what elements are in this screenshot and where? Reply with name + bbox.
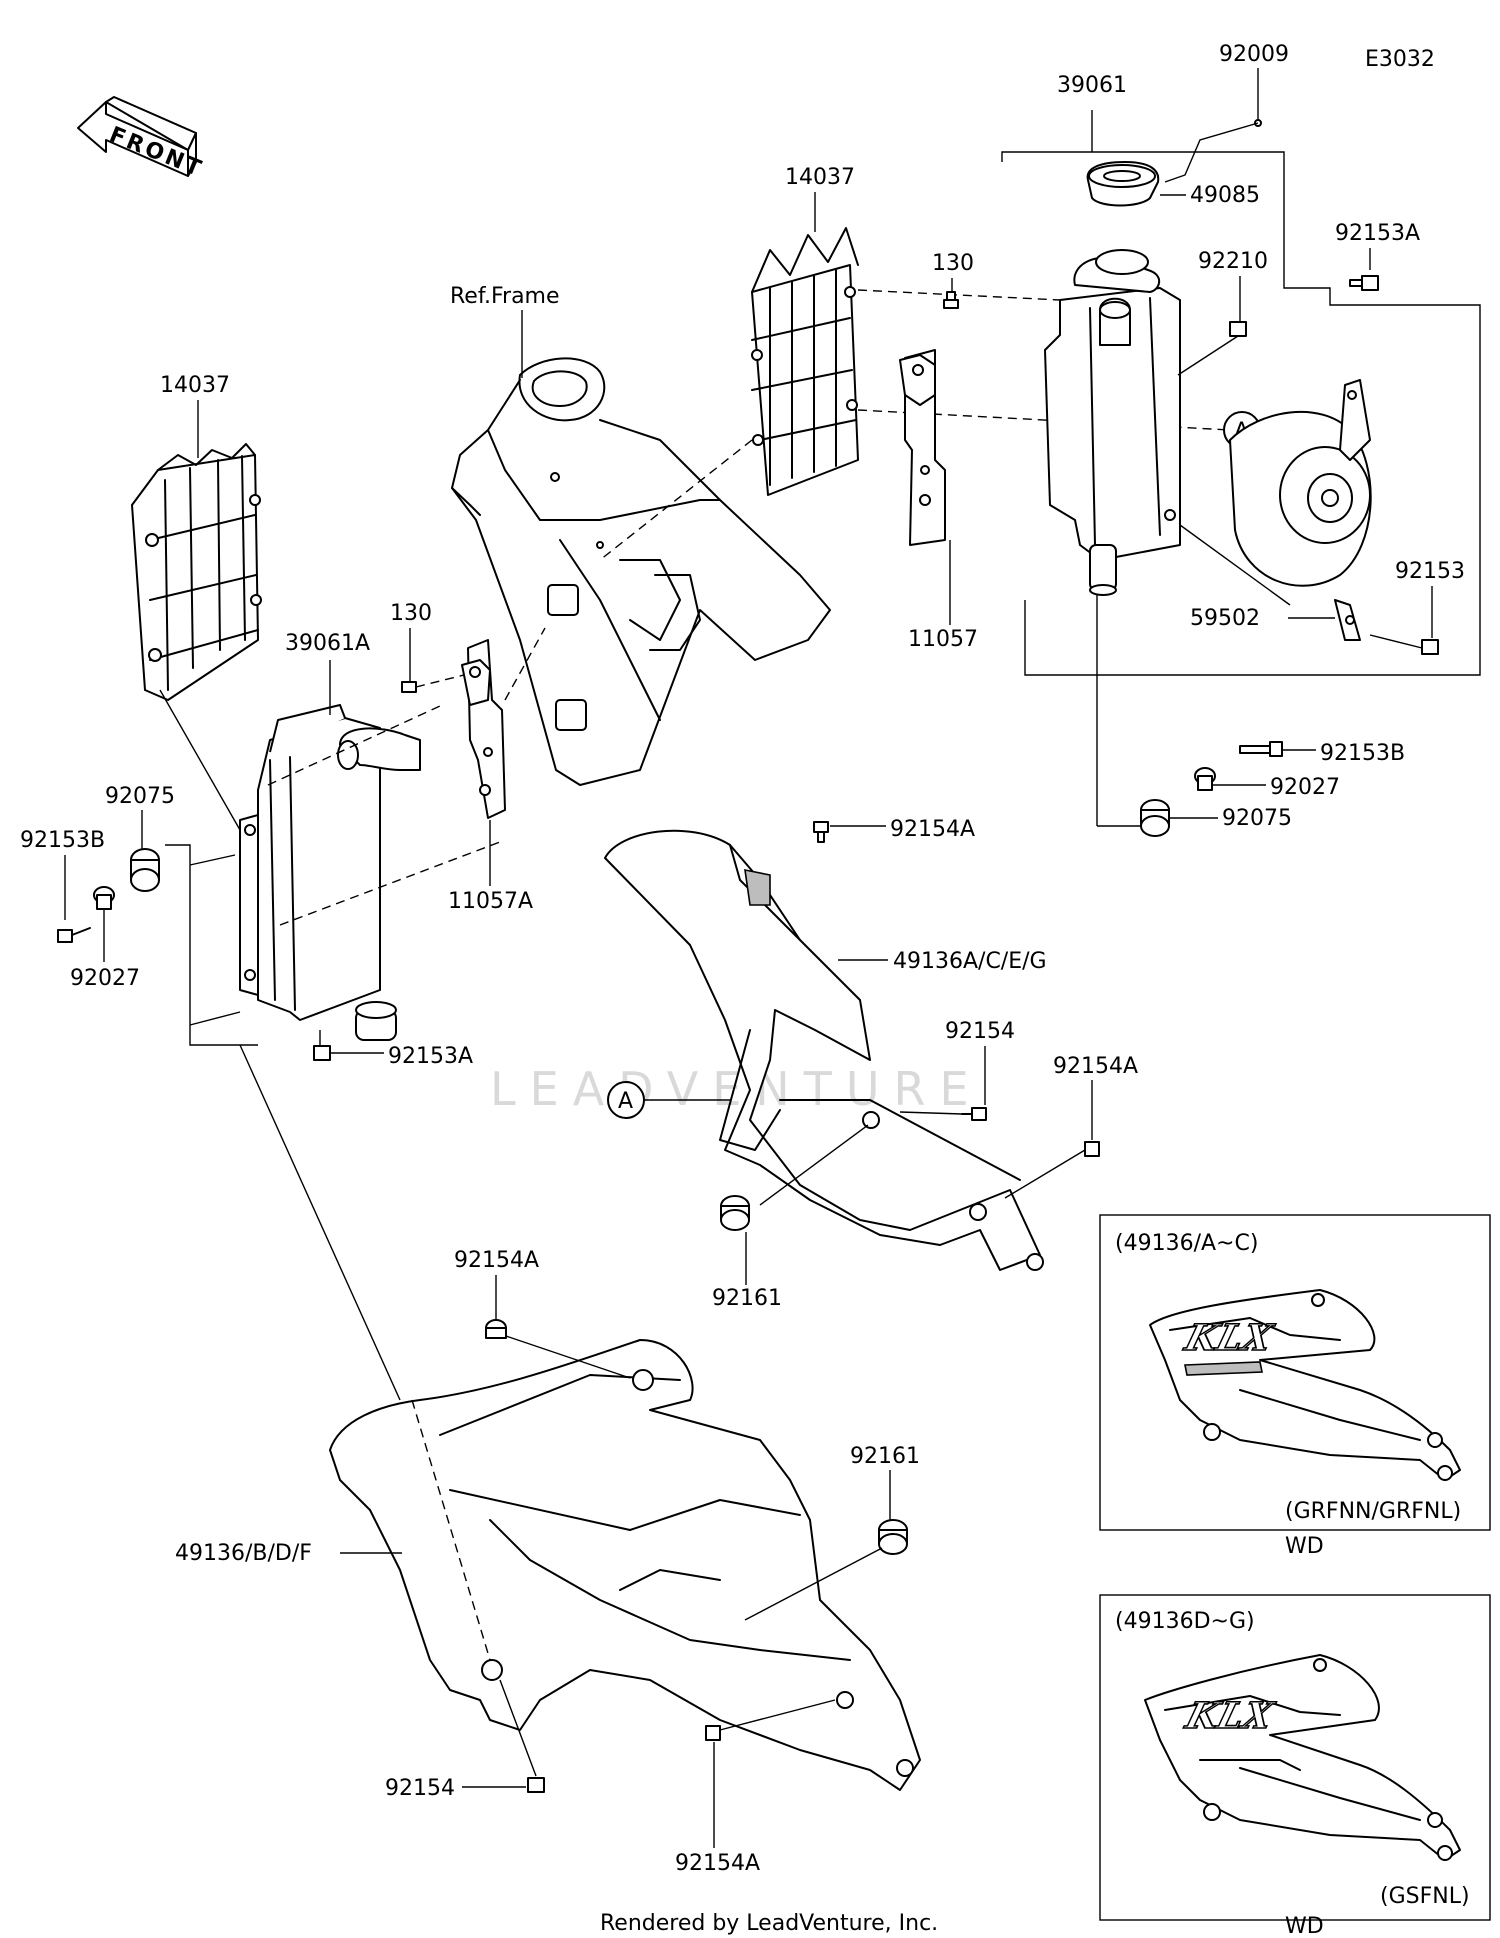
frame-ref-drawing xyxy=(451,357,831,786)
bolt-130-left xyxy=(401,681,417,693)
front-arrow-icon: FRONT xyxy=(77,96,207,183)
radiator-bracket-right xyxy=(899,349,946,546)
nut-92210-icon xyxy=(1229,321,1247,337)
inset-1-title: (49136/A~C) xyxy=(1115,1231,1258,1256)
bolt-130-top xyxy=(943,291,959,309)
radiator-cap xyxy=(1086,161,1160,207)
bolt-92153A-top xyxy=(1349,275,1379,291)
label-92154A-4: 92154A xyxy=(675,1851,760,1876)
radiator-shroud-right xyxy=(604,829,1044,1271)
inset-1-model: (GRFNN/GRFNL) xyxy=(1285,1499,1461,1524)
label-92154-low: 92154 xyxy=(385,1776,455,1801)
label-14037-top: 14037 xyxy=(785,165,855,190)
radiator-louver-right xyxy=(751,227,859,496)
grommet-92161-low xyxy=(878,1519,908,1555)
radiator-left xyxy=(239,704,421,1041)
grommet-92161-mid xyxy=(720,1195,750,1231)
label-11057: 11057 xyxy=(908,627,978,652)
screw-92154-mid xyxy=(961,1107,987,1121)
footer-credit: Rendered by LeadVenture, Inc. xyxy=(600,1911,938,1936)
label-14037-left: 14037 xyxy=(160,373,230,398)
label-92154A-1: 92154A xyxy=(890,817,975,842)
label-92154A-3: 92154A xyxy=(454,1248,539,1273)
ref-frame-label: Ref.Frame xyxy=(450,284,560,309)
callout-a-mid: A xyxy=(607,1081,645,1119)
label-92153-right: 92153 xyxy=(1395,559,1465,584)
nut-92154A-3 xyxy=(485,1319,507,1339)
label-39061A: 39061A xyxy=(285,631,370,656)
screw-92154A-1 xyxy=(813,821,829,843)
label-92161-mid: 92161 xyxy=(712,1286,782,1311)
inset-2-title: (49136D~G) xyxy=(1115,1609,1255,1634)
inset-panel-1: (49136/A~C) KLX (GRFNN/GRFNL) xyxy=(1099,1214,1491,1531)
bolt-92153B-right xyxy=(1239,741,1283,757)
radiator-bracket-left xyxy=(461,639,506,819)
screw-92154A-2 xyxy=(1084,1141,1100,1157)
label-92154A-2: 92154A xyxy=(1053,1054,1138,1079)
label-49085: 49085 xyxy=(1190,183,1260,208)
label-92154-mid: 92154 xyxy=(945,1019,1015,1044)
label-92153A-top: 92153A xyxy=(1335,221,1420,246)
label-11057A: 11057A xyxy=(448,889,533,914)
radiator-shroud-left xyxy=(329,1339,921,1791)
inset-2-variant: WD xyxy=(1285,1914,1324,1938)
inset-1-variant: WD xyxy=(1285,1534,1324,1559)
label-92153B-left: 92153B xyxy=(20,828,105,853)
screw-92154-low xyxy=(527,1777,545,1793)
inset-panel-2: (49136D~G) KLX (GSFNL) xyxy=(1099,1594,1491,1921)
collar-92027-right xyxy=(1194,767,1216,791)
grommet-92075-right xyxy=(1140,799,1170,837)
svg-text:A: A xyxy=(618,1089,633,1114)
label-92210: 92210 xyxy=(1198,249,1268,274)
label-49136BDF: 49136/B/D/F xyxy=(175,1541,312,1566)
label-92075-right: 92075 xyxy=(1222,806,1292,831)
cooling-fan xyxy=(1229,379,1372,641)
collar-92027-left xyxy=(93,886,115,910)
bolt-92153-right xyxy=(1421,639,1439,655)
label-59502: 59502 xyxy=(1190,606,1260,631)
label-92027-left: 92027 xyxy=(70,966,140,991)
radiator-right xyxy=(1044,249,1181,596)
bolt-92153B-left xyxy=(57,927,91,943)
label-92009: 92009 xyxy=(1219,42,1289,67)
grommet-92075-left xyxy=(130,848,160,892)
label-92027-right: 92027 xyxy=(1270,775,1340,800)
label-49136ACEG: 49136A/C/E/G xyxy=(893,949,1047,974)
label-92075-left: 92075 xyxy=(105,784,175,809)
inset-2-model: (GSFNL) xyxy=(1380,1884,1470,1909)
inset-2-decal: KLX xyxy=(1181,1695,1279,1737)
bolt-92153A-left xyxy=(313,1045,331,1061)
label-92161-low: 92161 xyxy=(850,1444,920,1469)
screw-92154A-4 xyxy=(705,1725,721,1741)
watermark: LEADVENTURE xyxy=(490,1062,983,1116)
label-92153A-left: 92153A xyxy=(388,1044,473,1069)
diagram-code: E3032 xyxy=(1365,47,1435,72)
label-92153B-right: 92153B xyxy=(1320,741,1405,766)
label-39061: 39061 xyxy=(1057,73,1127,98)
label-130-top: 130 xyxy=(932,251,974,276)
inset-1-decal: KLX xyxy=(1180,1317,1278,1359)
label-130-left: 130 xyxy=(390,601,432,626)
radiator-louver-left xyxy=(131,443,262,701)
